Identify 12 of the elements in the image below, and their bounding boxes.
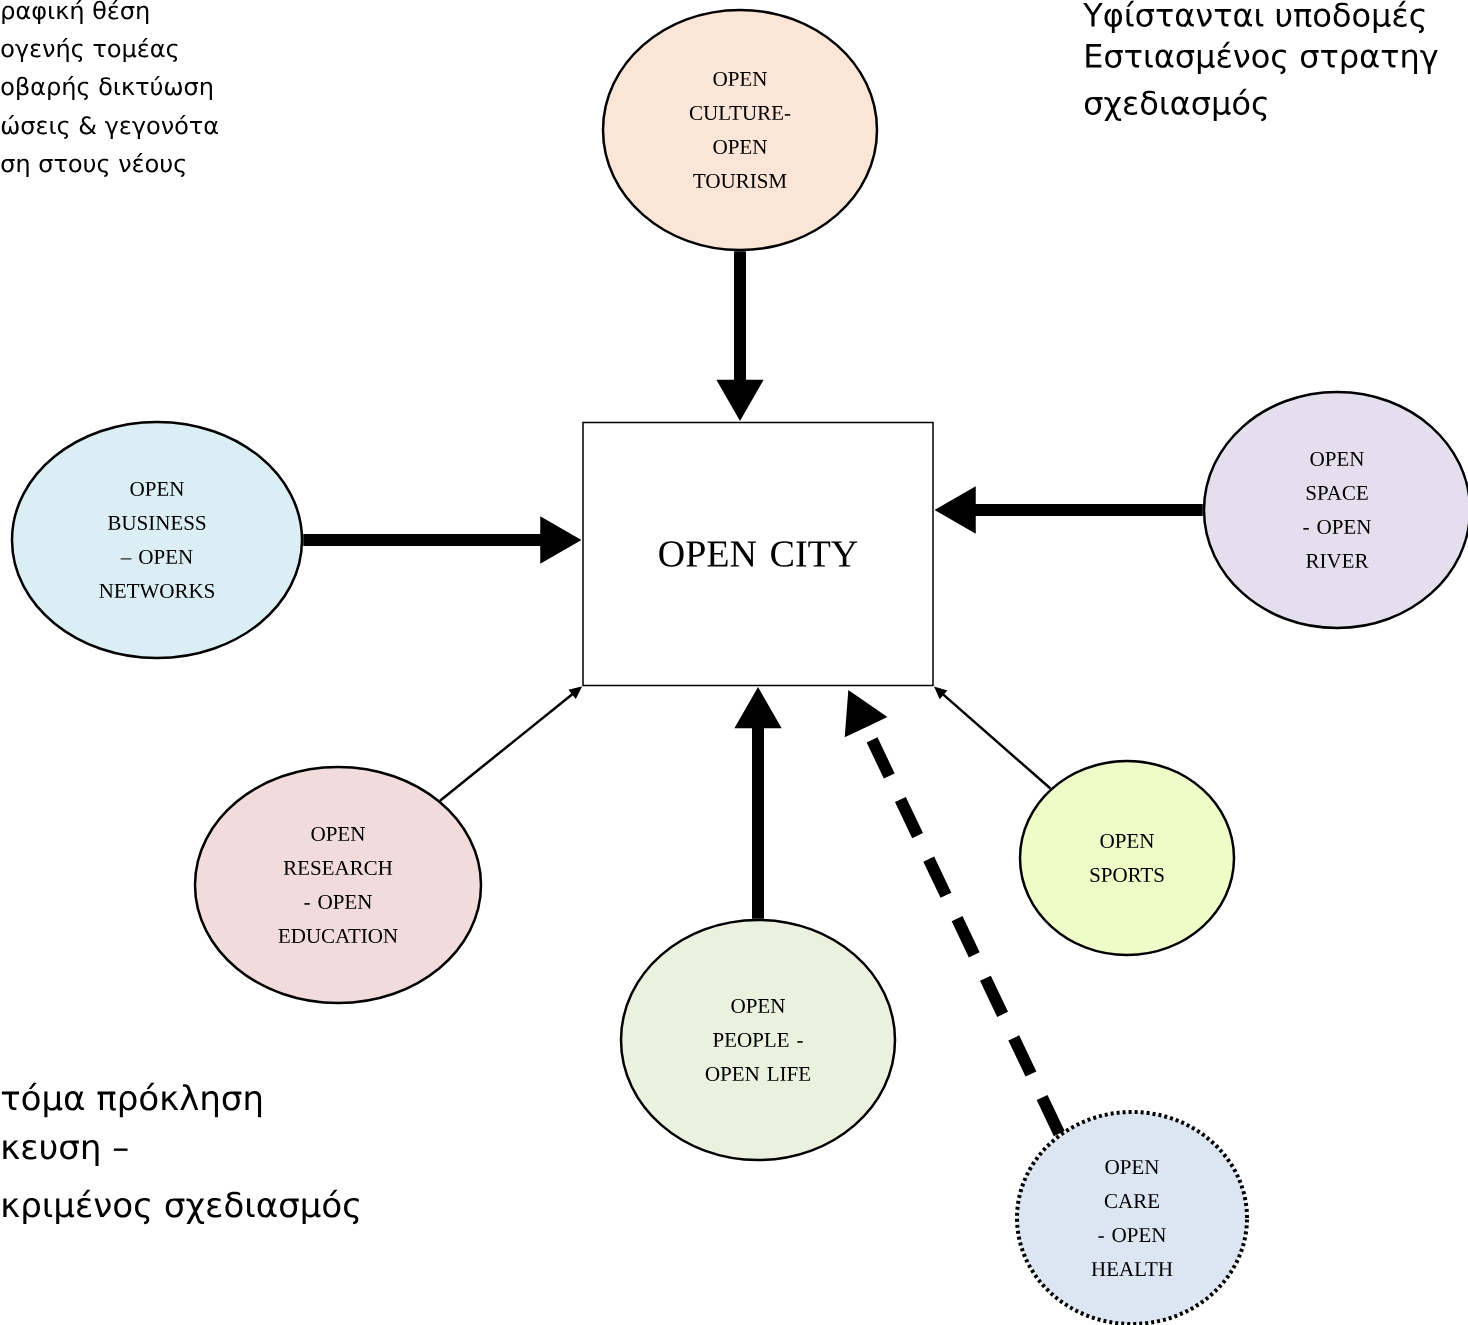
note-text: σχεδιασμός (1085, 88, 1267, 122)
note-text: Εστιασμένος στρατηγ (1086, 41, 1438, 75)
note-text: ση στους νέους (1, 152, 185, 178)
note-text: τόμα πρόκληση (1, 1082, 262, 1118)
note-text: ώσεις & γεγονότα (1, 114, 218, 140)
note-text: κριμένος σχεδιασμός (3, 1189, 359, 1225)
note-text: οβαρής δικτύωση (1, 75, 212, 101)
note-text: ραφική θέση (2, 0, 149, 25)
note-text: κευση – (3, 1139, 128, 1167)
note-text: Υφίστανται υποδομές (1083, 0, 1425, 34)
note-text: ογενής τομέας (1, 37, 178, 63)
center-box: OPEN CITY (582, 421, 934, 687)
